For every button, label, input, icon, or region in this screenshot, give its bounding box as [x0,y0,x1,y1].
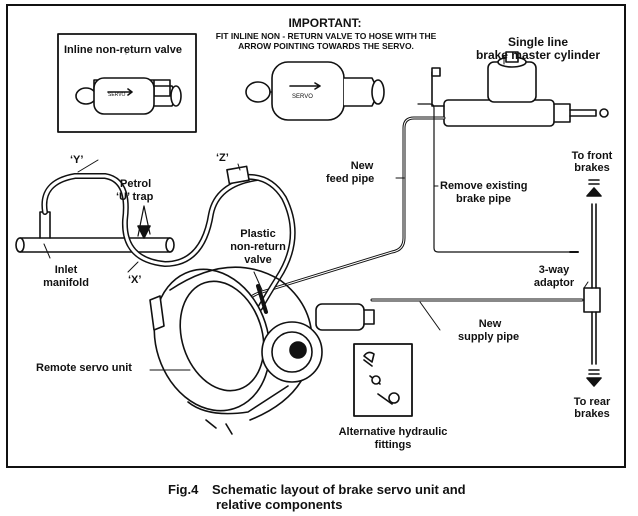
remove-existing-label-1: Remove existing [440,180,528,192]
important-title: IMPORTANT: [288,16,362,30]
petrol-label-1: Petrol [120,178,152,190]
caption-line-1: Schematic layout of brake servo unit and [212,482,466,497]
inlet-manifold-label-1: Inlet [54,264,78,276]
plastic-valve-label-3: valve [244,254,272,266]
to-front-label-2: brakes [574,162,610,174]
master-cylinder-label-1: Single line [507,35,568,49]
figure-caption: Fig.4 Schematic layout of brake servo uni… [168,482,466,512]
figure-number: Fig.4 [168,482,199,497]
remote-servo-unit [149,266,375,435]
remove-existing-label-2: brake pipe [456,193,512,205]
remote-servo-label: Remote servo unit [36,362,132,374]
to-rear-label-2: brakes [574,408,610,420]
inline-valve-inset [57,33,197,133]
important-line-2: ARROW POINTING TOWARDS THE SERVO. [238,41,414,51]
three-way-label-2: adaptor [533,277,575,289]
plastic-valve-label-1: Plastic [240,228,276,240]
alternative-fittings-inset [353,343,413,417]
alt-fittings-label-2: fittings [374,439,412,451]
petrol-label-2: ‘U’ trap [116,191,154,203]
inlet-manifold-label-2: manifold [43,277,89,289]
alt-fittings-label-1: Alternative hydraulic [338,426,448,438]
three-way-adaptor [583,179,602,387]
master-cylinder [431,51,609,127]
to-rear-label-1: To rear [573,396,611,408]
to-front-label-1: To front [571,150,613,162]
z-mark: ‘Z’ [216,152,229,164]
new-feed-label-1: New [350,160,374,172]
servo-text-large: SERVO [292,94,313,100]
three-way-label-1: 3-way [538,264,570,276]
vacuum-hose [41,165,296,311]
plastic-valve-label-2: non-return [230,241,286,253]
new-supply-label-1: New [478,318,502,330]
new-feed-label-2: feed pipe [326,173,375,185]
x-mark: ‘X’ [128,274,142,286]
inlet-manifold [15,211,175,253]
master-cylinder-label-2: brake master cylinder [475,48,601,62]
caption-line-2: relative components [216,497,343,512]
important-line-1: FIT INLINE NON - RETURN VALVE TO HOSE WI… [215,31,437,41]
important-valve-illustration [245,61,385,121]
figure-frame [6,4,626,468]
leader-lines [43,53,589,371]
inline-valve-label: Inline non-return valve [64,44,182,56]
y-mark: ‘Y’ [70,154,84,166]
new-supply-label-2: supply pipe [458,331,520,343]
servo-text-small: SERVO [108,92,126,98]
